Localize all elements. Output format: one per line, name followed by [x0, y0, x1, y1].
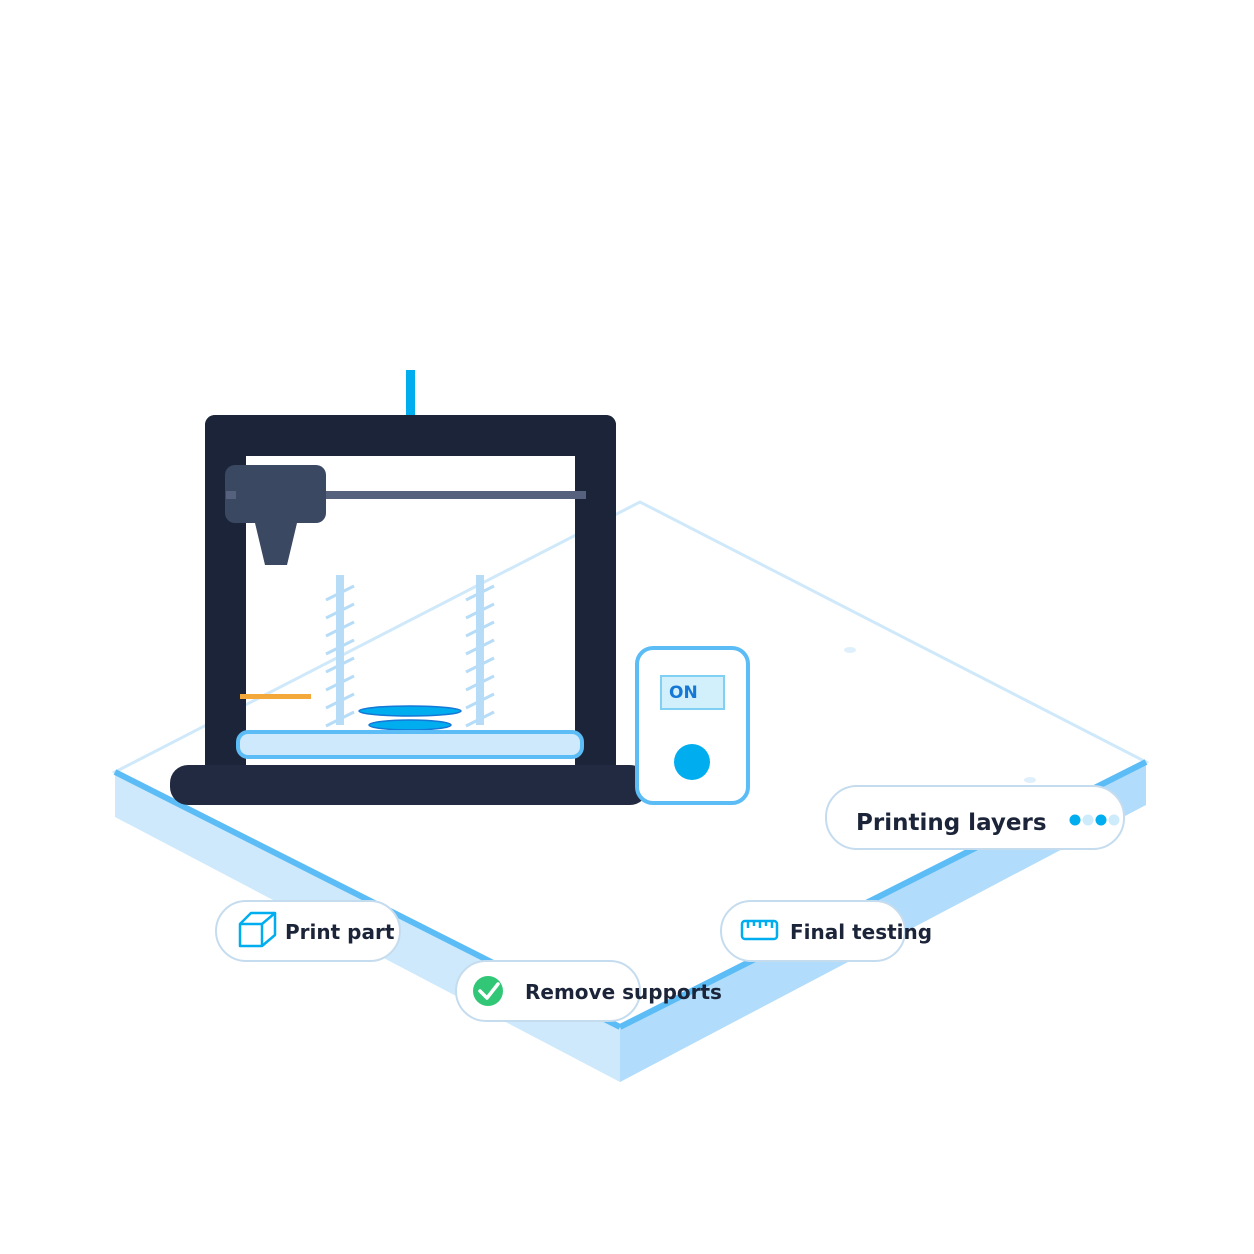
step-pill-bg: [720, 900, 906, 962]
status-pill-bg: [825, 785, 1125, 850]
filament-strand: [240, 694, 311, 699]
printer-controller: ON: [635, 646, 750, 805]
printed-layer: [368, 719, 452, 731]
progress-dot: [1082, 814, 1094, 826]
check-circle-icon: [473, 976, 503, 1006]
step-label: Print part: [285, 920, 395, 944]
status-pill: Printing layers: [825, 785, 1125, 850]
filament-feed-tube: [406, 370, 415, 418]
step-final-testing: Final testing: [720, 900, 932, 962]
step-remove-supports: Remove supports: [455, 960, 722, 1022]
platform-dot: [1024, 777, 1036, 783]
progress-dot: [1069, 814, 1081, 826]
gantry-rail-end: [226, 491, 236, 499]
support-structure-right: [465, 575, 495, 728]
progress-dot: [1095, 814, 1107, 826]
controller-screen: [660, 675, 725, 710]
step-pill-bg: [455, 960, 641, 1022]
step-label: Remove supports: [525, 980, 722, 1004]
ruler-icon: [740, 919, 779, 941]
support-structure-left: [325, 575, 355, 728]
printer-base: [170, 765, 648, 805]
progress-dots: [1069, 814, 1120, 826]
status-label: Printing layers: [856, 810, 1047, 836]
controller-screen-label: ON: [669, 683, 698, 703]
gantry-rail: [226, 491, 586, 499]
printer-frame-top: [205, 415, 616, 456]
print-head: [225, 465, 326, 523]
print-bed: [236, 730, 584, 759]
nozzle: [255, 523, 297, 565]
step-print-part: Print part: [215, 900, 401, 962]
platform-dot: [844, 647, 856, 653]
step-label: Final testing: [790, 920, 932, 944]
3d-printer: [170, 370, 648, 805]
printer-frame-right: [575, 415, 616, 775]
printed-layer: [358, 705, 462, 717]
progress-dot: [1108, 814, 1120, 826]
power-button[interactable]: [674, 744, 710, 780]
cube-icon: [238, 911, 277, 948]
